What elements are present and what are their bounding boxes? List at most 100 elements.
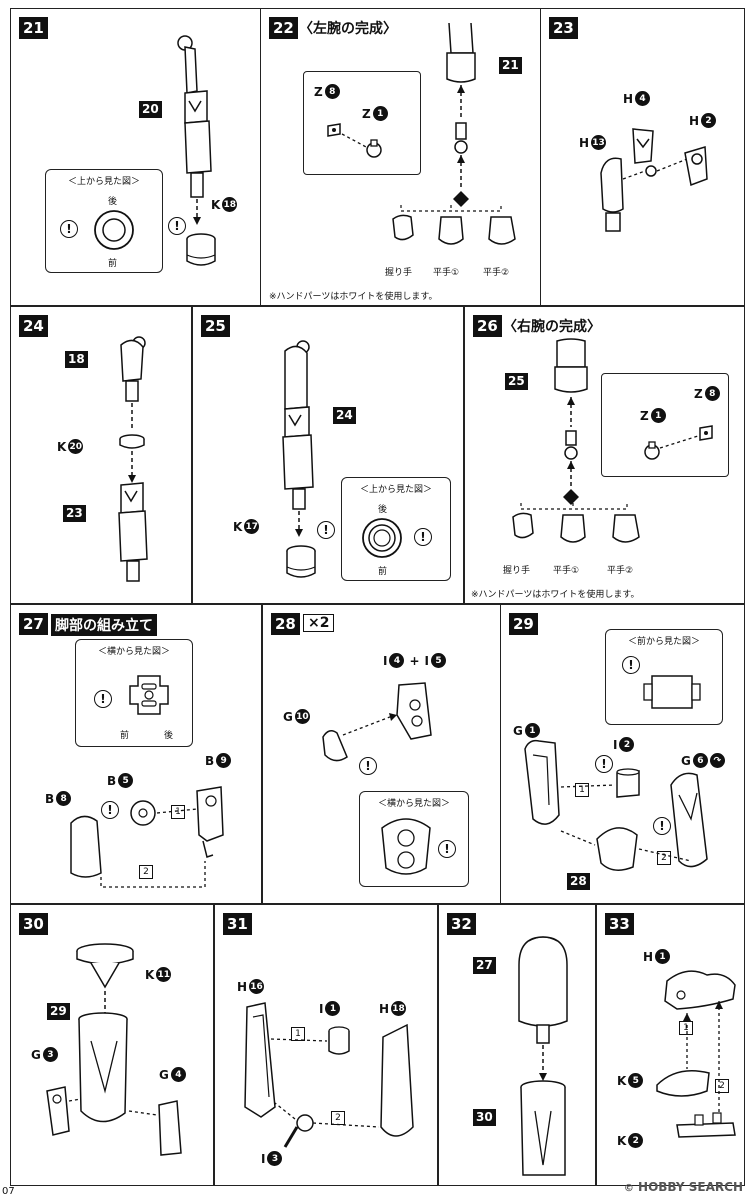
step-32-panel: 32 27 30 [438,904,596,1186]
peg-parts-illustration [327,123,382,158]
part-number-tag: 29 [47,1003,70,1020]
hand-label-flat-2: 平手② [607,566,634,576]
top-view-ring-illustration [362,518,402,558]
step-number: 25 [201,315,230,337]
step-title: 〈左腕の完成〉 [299,21,397,37]
warning-icon: ! [94,690,112,708]
warning-icon: ! [101,801,119,819]
watermark: © HOBBY SEARCH [623,1180,743,1194]
order-2: 2 [657,851,671,865]
step-title: 脚部の組み立て [51,614,157,636]
step-number: 21 [19,17,48,39]
part-number-tag: 18 [65,351,88,368]
step-number: 29 [509,613,538,635]
step-number: 33 [605,913,634,935]
lower-leg-parts-illustration [524,739,708,871]
top-view-box: ＜上から見た図＞ 後 前 ! [45,169,163,273]
knee-parts-illustration [322,682,432,762]
warning-icon: ! [359,757,377,775]
step-number: 22 [269,17,298,39]
step-title: ×2 [303,614,335,632]
front-label: 前 [120,731,130,741]
part-number-tag: 27 [473,957,496,974]
hand-label-flat-1: 平手① [433,268,460,278]
part-number-tag: 23 [63,505,86,522]
step-number: 24 [19,315,48,337]
lower-leg-assembly-illustration [46,943,182,1156]
arm-assembly-illustration [554,338,588,505]
hand-parts-illustration [512,503,640,543]
side-view-box: ＜横から見た図＞ ! 前 後 [75,639,193,747]
step-number: 28 [271,613,300,635]
leg-join-illustration [518,936,568,1176]
front-view-part-illustration [643,675,701,709]
arm-assembly-illustration [446,22,476,207]
order-2: 2 [715,1079,729,1093]
part-number-tag: 21 [499,57,522,74]
step-number: 26 [473,315,502,337]
hand-note: ※ハンドパーツはホワイトを使用します。 [269,292,438,302]
warning-icon: ! [414,528,432,546]
back-label: 後 [108,197,118,207]
step-number: 23 [549,17,578,39]
part-number-tag: 24 [333,407,356,424]
warning-icon: ! [317,521,335,539]
elbow-parts-illustration [600,128,708,232]
warning-icon: ! [595,755,613,773]
hand-parts-illustration [392,205,516,245]
step-title: 〈右腕の完成〉 [503,319,601,335]
part-number-tag: 28 [567,873,590,890]
order-2: 2 [139,865,153,879]
warning-icon: ! [438,840,456,858]
arm-assembly-illustration [282,340,314,537]
top-view-ring-illustration [94,210,134,250]
back-label: 後 [378,505,388,515]
order-1: 1 [291,1027,305,1041]
ring-part-illustration [286,545,316,578]
page-number: 07 [2,1186,15,1197]
leg-joint-parts-illustration [70,786,224,888]
step-number: 31 [223,913,252,935]
side-view-knee-illustration [381,818,431,875]
part-number-tag: 25 [505,373,528,390]
rotate-icon: ↷ [709,753,725,768]
back-label: 後 [164,731,174,741]
step-number: 27 [19,613,48,635]
part-number-tag: 20 [139,101,162,118]
warning-icon: ! [168,217,186,235]
hand-note: ※ハンドパーツはホワイトを使用します。 [471,590,640,600]
side-view-box: ＜横から見た図＞ ! [359,791,469,887]
foot-parts-illustration [656,970,736,1138]
hand-label-flat-1: 平手① [553,566,580,576]
warning-icon: ! [60,220,78,238]
